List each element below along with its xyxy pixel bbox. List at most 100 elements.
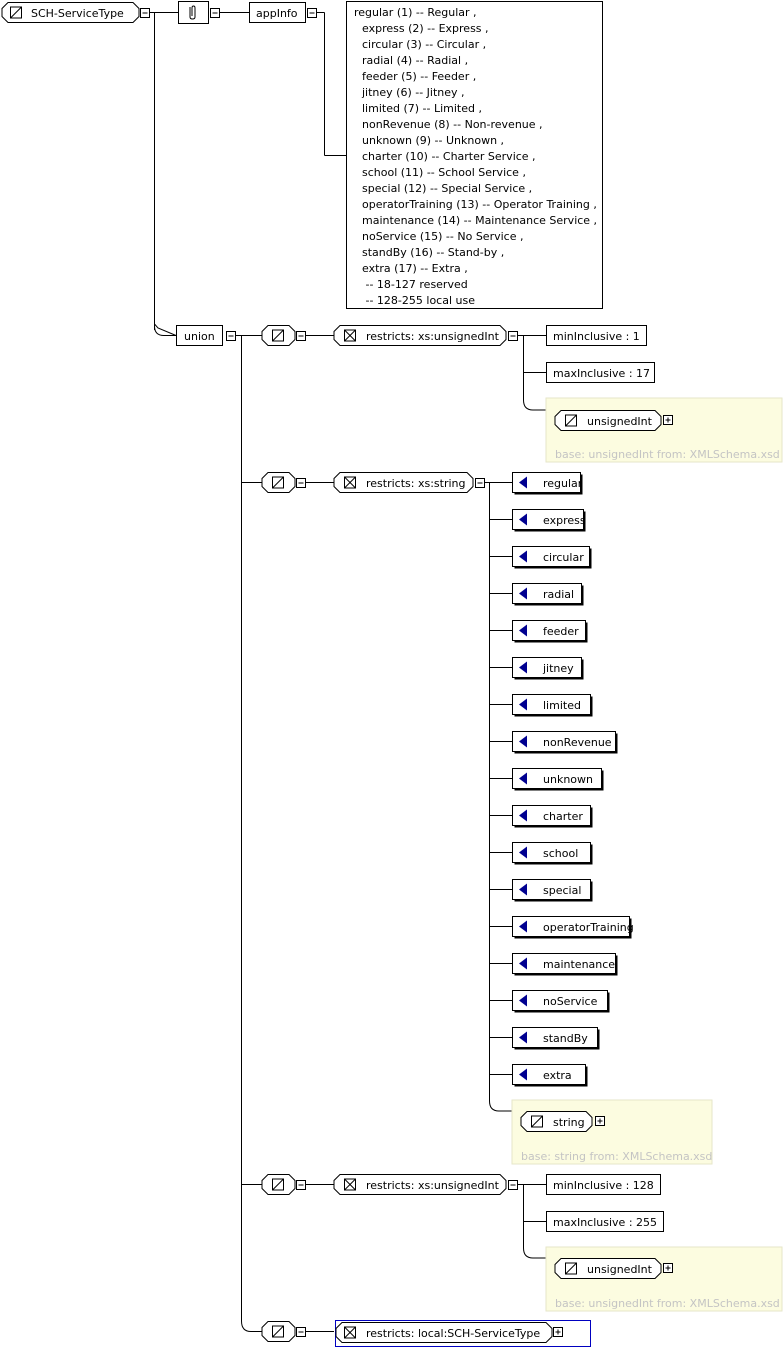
enumeration-noService[interactable]: noService (512, 990, 610, 1013)
member-1-base-panel: unsignedInt base: unsignedInt from: XMLS… (545, 397, 783, 463)
annotation-collapse-toggle[interactable] (210, 8, 220, 18)
annotation-node[interactable] (178, 1, 209, 24)
member-1-base-expand-icon[interactable] (663, 415, 673, 425)
enumeration-standBy[interactable]: standBy (512, 1027, 600, 1050)
root-type-name: SCH-ServiceType (31, 7, 124, 20)
doc-line: special (12) -- Special Service , (362, 182, 532, 195)
member-3-min-inclusive-label: minInclusive : 128 (553, 1179, 654, 1192)
member-3-facet-min-inclusive[interactable]: minInclusive : 128 (546, 1174, 661, 1195)
union-node[interactable]: union (176, 325, 223, 346)
member-1-collapse-toggle[interactable] (296, 331, 306, 341)
member-2-base-expand-icon[interactable] (595, 1116, 605, 1126)
enumeration-marker-icon (519, 476, 527, 489)
root-simple-type[interactable]: SCH-ServiceType (1, 2, 140, 23)
enumeration-school[interactable]: school (512, 842, 593, 865)
enumeration-label: regular (543, 477, 583, 490)
enumeration-marker-icon (519, 994, 527, 1007)
union-collapse-toggle[interactable] (226, 331, 236, 341)
member-2-collapse-toggle[interactable] (296, 478, 306, 488)
member-2-base-type[interactable]: string (520, 1111, 593, 1132)
member-4-simple-type[interactable] (261, 1321, 296, 1342)
member-1-facet-min-inclusive[interactable]: minInclusive : 1 (546, 325, 647, 346)
doc-line: nonRevenue (8) -- Non-revenue , (362, 118, 543, 131)
member-1-facet-max-inclusive[interactable]: maxInclusive : 17 (546, 362, 655, 383)
root-collapse-toggle[interactable] (140, 8, 150, 18)
member-2-simple-type[interactable] (261, 472, 296, 493)
member-4-expand-icon[interactable] (553, 1327, 563, 1337)
doc-line: -- 18-127 reserved (362, 278, 468, 291)
enumeration-label: nonRevenue (543, 736, 612, 749)
member-1-restriction-toggle[interactable] (508, 331, 518, 341)
member-2-base-panel: string base: string from: XMLSchema.xsd (511, 1099, 713, 1165)
enumeration-label: maintenance (543, 958, 615, 971)
enumeration-regular[interactable]: regular (512, 472, 583, 495)
member-3-base-note: base: unsignedInt from: XMLSchema.xsd (555, 1297, 780, 1310)
enumeration-operatorTraining[interactable]: operatorTraining (512, 916, 634, 939)
doc-line: maintenance (14) -- Maintenance Service … (362, 214, 597, 227)
member-3-restriction-toggle[interactable] (508, 1180, 518, 1190)
doc-line: feeder (5) -- Feeder , (362, 70, 476, 83)
member-2-base-type-name: string (553, 1116, 585, 1129)
enumeration-extra[interactable]: extra (512, 1064, 588, 1087)
enumeration-box (512, 842, 591, 863)
enumeration-limited[interactable]: limited (512, 694, 593, 717)
enumeration-nonRevenue[interactable]: nonRevenue (512, 731, 618, 754)
enumeration-box (512, 694, 591, 715)
enumeration-box (512, 953, 616, 974)
member-1-max-inclusive-label: maxInclusive : 17 (553, 367, 650, 380)
enumeration-box (512, 916, 630, 937)
appinfo-node[interactable]: appInfo (249, 2, 306, 23)
enumeration-box (512, 1027, 598, 1048)
enumeration-box (512, 768, 602, 789)
enumeration-box (512, 509, 584, 530)
enumeration-label: circular (543, 551, 584, 564)
enumeration-marker-icon (519, 846, 527, 859)
member-4-restriction[interactable]: restricts: local:SCH-ServiceType (335, 1322, 553, 1343)
enumeration-express[interactable]: express (512, 509, 586, 532)
enumeration-marker-icon (519, 550, 527, 563)
doc-line: -- 128-255 local use (362, 294, 475, 307)
member-1-base-note: base: unsignedInt from: XMLSchema.xsd (555, 448, 780, 461)
enumeration-box (512, 546, 590, 567)
enumeration-unknown[interactable]: unknown (512, 768, 604, 791)
member-1-base-type[interactable]: unsignedInt (554, 410, 662, 431)
enumeration-label: school (543, 847, 578, 860)
member-3-restriction[interactable]: restricts: xs:unsignedInt (333, 1174, 507, 1195)
member-1-restriction-label: restricts: xs:unsignedInt (366, 330, 500, 343)
enumeration-maintenance[interactable]: maintenance (512, 953, 618, 976)
enumeration-marker-icon (519, 1031, 527, 1044)
member-3-facet-max-inclusive[interactable]: maxInclusive : 255 (546, 1211, 664, 1232)
member-3-collapse-toggle[interactable] (296, 1180, 306, 1190)
enumeration-box (512, 1064, 586, 1085)
member-1-restriction[interactable]: restricts: xs:unsignedInt (333, 325, 507, 346)
member-3-base-type[interactable]: unsignedInt (554, 1258, 662, 1279)
enumeration-marker-icon (519, 772, 527, 785)
member-4-collapse-toggle[interactable] (296, 1327, 306, 1337)
member-2-restriction-toggle[interactable] (475, 478, 485, 488)
member-3-base-expand-icon[interactable] (663, 1263, 673, 1273)
enumeration-label: extra (543, 1069, 572, 1082)
appinfo-documentation: regular (1) -- Regular ,express (2) -- E… (346, 1, 603, 309)
enumeration-feeder[interactable]: feeder (512, 620, 588, 643)
enumeration-label: unknown (543, 773, 593, 786)
enumeration-marker-icon (519, 624, 527, 637)
enumeration-jitney[interactable]: jitney (512, 657, 584, 680)
member-1-base-type-name: unsignedInt (587, 415, 653, 428)
member-1-simple-type[interactable] (261, 325, 296, 346)
enumeration-charter[interactable]: charter (512, 805, 593, 828)
enumeration-circular[interactable]: circular (512, 546, 592, 569)
enumeration-label: operatorTraining (543, 921, 634, 934)
member-3-simple-type[interactable] (261, 1174, 296, 1195)
enumeration-marker-icon (519, 587, 527, 600)
enumeration-radial[interactable]: radial (512, 583, 584, 606)
member-3-max-inclusive-label: maxInclusive : 255 (553, 1216, 657, 1229)
member-3-base-panel: unsignedInt base: unsignedInt from: XMLS… (545, 1246, 783, 1312)
enumeration-label: charter (543, 810, 583, 823)
enumeration-special[interactable]: special (512, 879, 593, 902)
enumeration-box (512, 990, 608, 1011)
appinfo-collapse-toggle[interactable] (307, 8, 317, 18)
appinfo-label: appInfo (256, 7, 298, 20)
doc-line: radial (4) -- Radial , (362, 54, 468, 67)
member-2-restriction[interactable]: restricts: xs:string (333, 472, 474, 493)
